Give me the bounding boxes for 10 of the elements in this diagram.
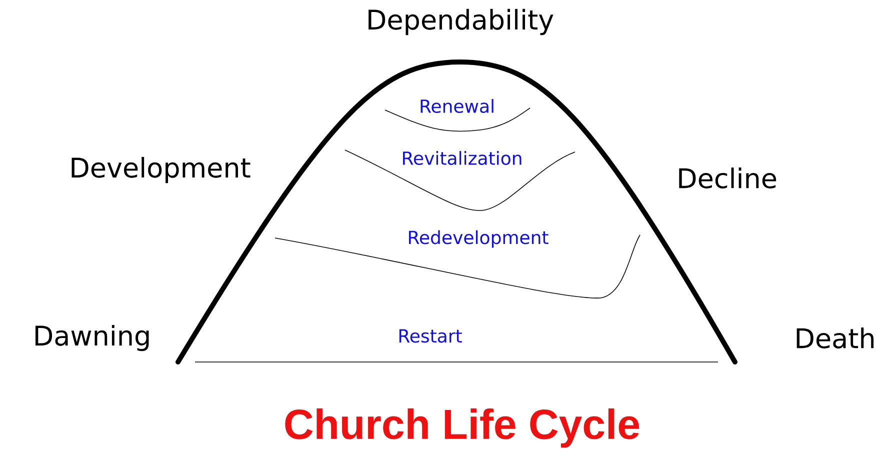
title: Church Life Cycle [285, 408, 640, 448]
band-label: Redevelopment [409, 230, 548, 248]
band-label: Revitalization [403, 151, 522, 165]
stage-label: Decline [679, 168, 776, 188]
stage-label: Death [796, 328, 874, 348]
stage-label: Dependability [368, 8, 554, 36]
band-label: Renewal [420, 99, 494, 113]
stage-label: Dawning [36, 324, 149, 352]
stage-label: Development [72, 156, 250, 184]
band-label: Restart [399, 329, 462, 343]
